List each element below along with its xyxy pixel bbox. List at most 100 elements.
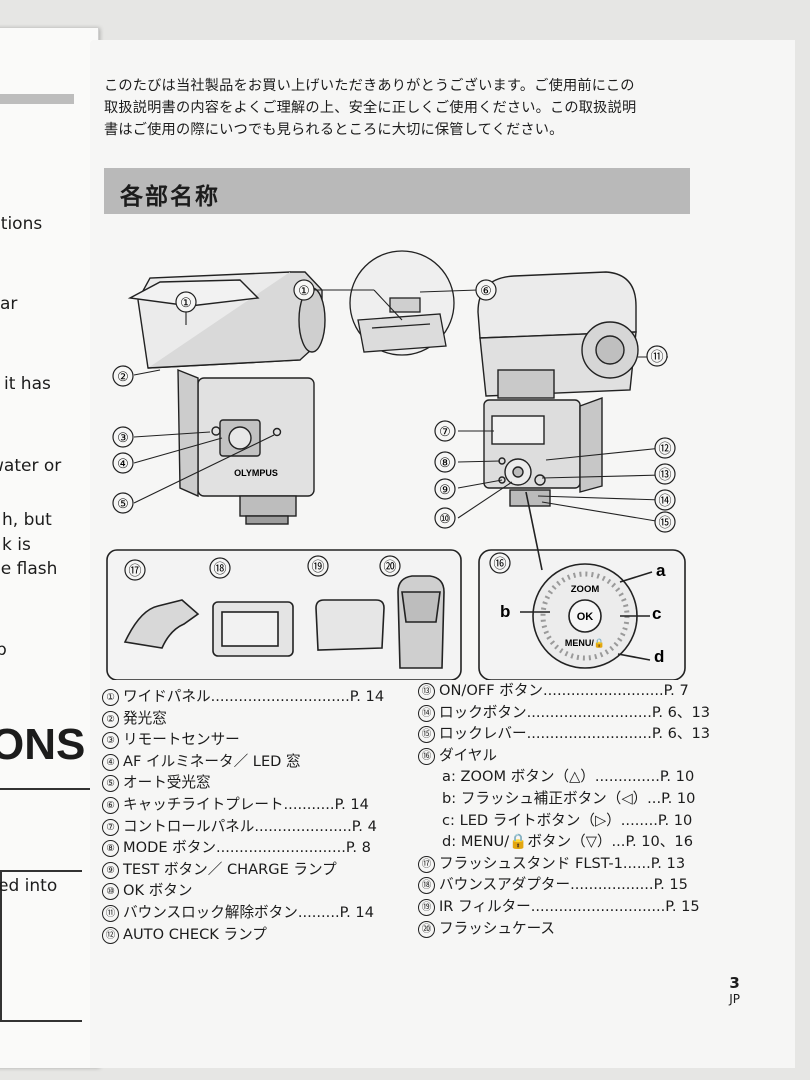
callout-marker: ⑫ [654,437,676,459]
svg-text:⑮: ⑮ [658,515,671,530]
svg-text:⑳: ⑳ [383,559,396,574]
callout-marker: ⑤ [112,492,134,514]
part-subrow: a: ZOOM ボタン（△）..............P. 10 [442,768,695,786]
callout-marker: ⑭ [654,489,676,511]
left-heading-fragment: ONS [0,720,86,769]
callout-marker: ① [293,279,315,301]
svg-text:⑫: ⑫ [658,441,671,456]
flash-back-illustration [477,271,639,507]
section-header: 各部名称 [104,168,690,214]
svg-text:⑨: ⑨ [439,482,451,497]
svg-text:⑤: ⑤ [117,496,129,511]
dial-letter: c [652,604,661,623]
intro-paragraph: このたびは当社製品をお買い上げいただきありがとうございます。ご使用前にこの 取扱… [104,75,704,141]
svg-text:③: ③ [117,430,129,445]
svg-text:⑩: ⑩ [439,511,451,526]
dial-menu-label: MENU/🔒 [565,638,605,648]
parts-figure: OLYMPUS [106,250,686,680]
intro-line: 取扱説明書の内容をよくご理解の上、安全に正しくご使用ください。この取扱説明 [104,100,637,116]
left-page: utions ar it has water or h, but k is he… [0,28,99,1068]
catchlight-inset [349,250,455,356]
svg-text:⑥: ⑥ [480,283,492,298]
left-fragment: k is [2,535,31,555]
left-fragment: utions [0,214,43,234]
flash-stand-illustration [123,599,200,649]
dial-letter: a [656,561,666,580]
left-box [0,870,82,1022]
svg-text:⑭: ⑭ [658,493,671,508]
dial-letter: d [654,647,664,666]
leader-lines [133,289,668,523]
page-number: 3 JP [729,974,740,1006]
svg-text:④: ④ [117,456,129,471]
svg-text:⑧: ⑧ [439,455,451,470]
flash-front-illustration [127,271,326,525]
left-page-rule [0,94,74,104]
intro-line: このたびは当社製品をお買い上げいただきありがとうございます。ご使用前にこの [104,78,635,94]
dial-ok-label: OK [577,611,594,623]
left-fragment: ar [0,294,18,314]
callout-marker: ⑧ [434,451,456,473]
part-subrow: d: MENU/🔒ボタン（▽）...P. 10、16 [442,833,693,851]
left-fragment: water or [0,456,62,476]
svg-text:⑪: ⑪ [650,349,663,364]
section-title: 各部名称 [120,184,220,210]
callout-marker: ⑲ [307,555,329,577]
callout-marker: ⑩ [434,507,456,529]
svg-text:①: ① [298,283,310,298]
svg-text:⑲: ⑲ [311,559,324,574]
callout-marker: ⑬ [654,463,676,485]
callout-marker: ① [175,291,197,313]
callout-marker: ③ [112,426,134,448]
callout-marker: ⑰ [124,559,146,581]
intro-line: 書はご使用の際にいつでも見られるところに大切に保管してください。 [104,122,564,138]
svg-text:⑬: ⑬ [658,467,671,482]
part-subrow: c: LED ライトボタン（▷）........P. 10 [442,811,693,829]
svg-text:⑰: ⑰ [128,563,141,578]
callout-marker: ④ [112,452,134,474]
brand-logo: OLYMPUS [234,468,278,478]
svg-text:⑦: ⑦ [439,424,451,439]
dial-zoom-label: ZOOM [571,584,600,595]
callout-marker: ⑥ [475,279,497,301]
dial-letter: b [500,602,510,621]
left-fragment: it has [4,374,51,394]
svg-text:⑱: ⑱ [213,561,226,576]
svg-text:②: ② [117,369,129,384]
manual-page: このたびは当社製品をお買い上げいただきありがとうございます。ご使用前にこの 取扱… [90,40,795,1068]
page-number-value: 3 [729,974,740,992]
language-code: JP [729,992,740,1006]
svg-text:⑯: ⑯ [493,556,506,571]
left-fragment: h, but [2,510,52,530]
dial-box [478,491,686,680]
left-divider [0,788,98,790]
callout-marker: ⑳ [379,555,401,577]
left-fragment: he flash [0,559,58,579]
callout-marker: ② [112,365,134,387]
callout-marker: ⑮ [654,511,676,533]
svg-text:①: ① [180,295,192,310]
callout-marker: ⑨ [434,478,456,500]
callout-marker: ⑯ [489,552,511,574]
callout-labels: ① ② ③ ④ ⑤ ① ⑥ ⑦ ⑧ ⑨ ⑩ ⑪ ⑫ ⑬ ⑭ ⑮ ⑯ ⑰ ⑱ ⑲ … [112,279,676,581]
left-fragment: ed into [0,876,58,896]
